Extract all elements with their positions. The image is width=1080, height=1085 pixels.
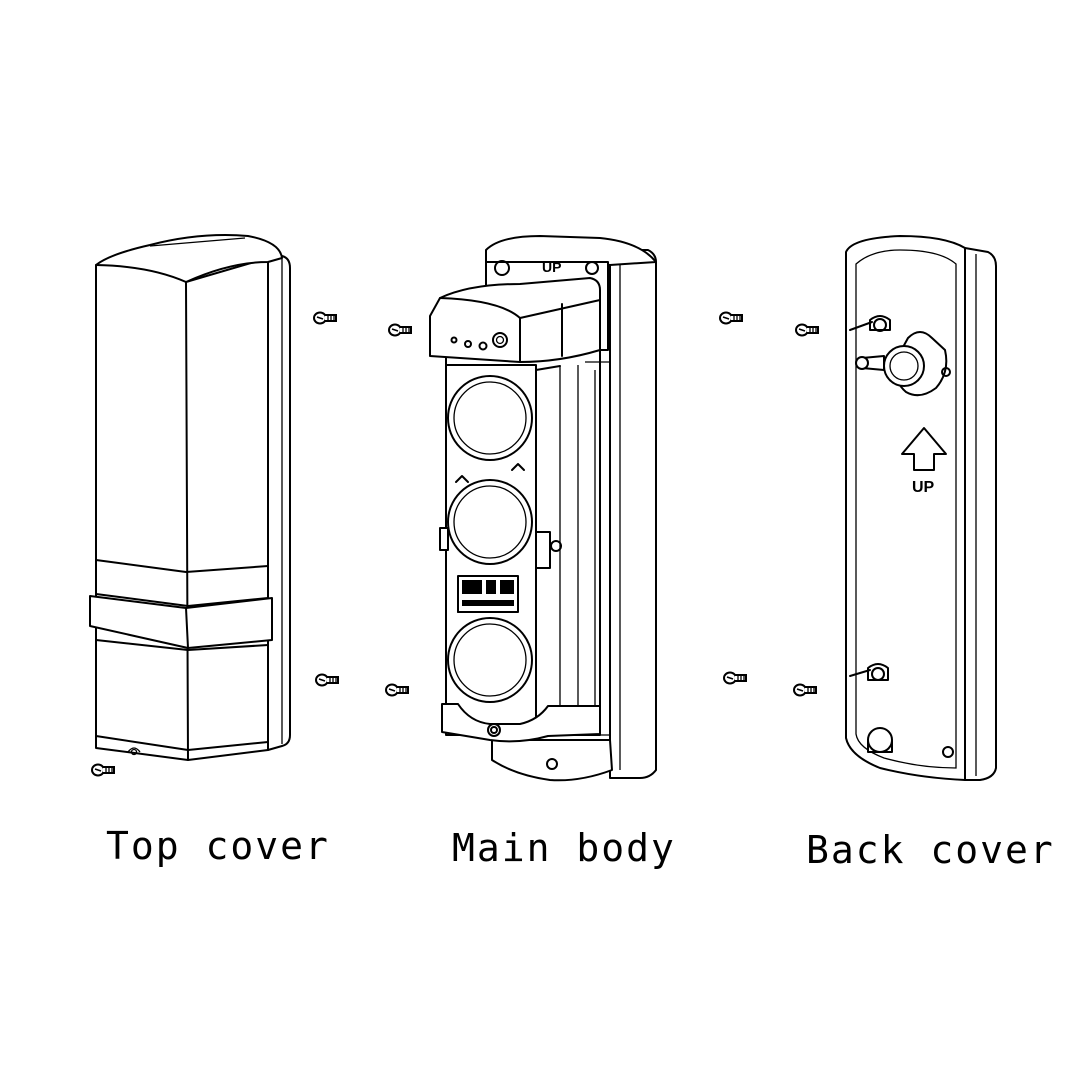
- screw: [388, 323, 412, 337]
- main-body-drawing: UP: [429, 235, 657, 782]
- screw: [793, 683, 817, 697]
- main-body-label: Main body: [452, 826, 676, 870]
- screw: [313, 311, 337, 325]
- up-marking: UP: [912, 479, 935, 496]
- screw: [91, 763, 115, 777]
- up-marking: UP: [542, 259, 561, 275]
- screw: [385, 683, 409, 697]
- screw: [723, 671, 747, 685]
- top-cover-label: Top cover: [106, 824, 330, 868]
- back-cover-drawing: UP: [845, 235, 997, 781]
- screw: [315, 673, 339, 687]
- top-cover-drawing: [89, 234, 291, 761]
- screw: [795, 323, 819, 337]
- screw: [719, 311, 743, 325]
- back-cover-label: Back cover: [806, 828, 1055, 872]
